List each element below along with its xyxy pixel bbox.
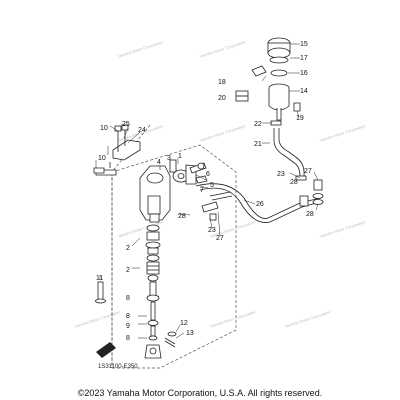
callout-16: 16 [300,70,308,77]
cotter-pin [164,331,177,348]
mount-bolt [93,167,105,174]
reservoir-tank [267,37,291,121]
callout-23: 23 [277,171,285,178]
watermark: Yamaha Motor Corporation [74,309,121,329]
watermark: Yamaha Motor Corporation [319,123,366,143]
callout-25: 25 [122,121,130,128]
callout-12: 12 [180,320,188,327]
master-cylinder-body [139,165,171,223]
callout-8: 8 [126,295,130,302]
reservoir-hose [273,128,305,177]
callout-3: 3 [167,155,171,162]
callout-9: 9 [126,323,130,330]
callout-15: 15 [300,41,308,48]
callout-21: 21 [254,141,262,148]
callout-23: 23 [208,227,216,234]
watermark: Yamaha Motor Corporation [319,219,366,239]
watermark: Yamaha Motor Corporation [117,39,164,59]
callout-2: 2 [126,245,130,252]
callout-17: 17 [300,55,308,62]
callout-8: 8 [126,313,130,320]
callout-20: 20 [218,95,226,102]
banjo-fitting [169,159,197,185]
callout-10: 10 [98,155,106,162]
callout-26: 26 [256,201,264,208]
piston-stack [144,224,162,359]
callout-27: 27 [304,168,312,175]
callout-28: 28 [290,179,298,186]
callout-5: 5 [210,182,214,189]
clevis-pin [95,281,106,304]
callout-10: 10 [100,125,108,132]
callout-2: 2 [126,267,130,274]
leader-lines [95,43,319,339]
callout-22: 22 [254,121,262,128]
bolt-assembly [189,162,208,184]
callout-labels: 1 2 2 3 4 5 6 7 8 8 8 9 10 10 11 12 13 1… [96,41,314,342]
watermark: Yamaha Motor Corporation [284,309,331,329]
diagram-code: 1S31100-E350 [98,364,138,370]
callout-18: 18 [218,79,226,86]
callout-6: 6 [206,171,210,178]
callout-28: 28 [178,213,186,220]
callout-7: 7 [200,187,204,194]
watermark: Yamaha Motor Corporation [199,39,246,59]
callout-19: 19 [296,115,304,122]
union-bolt [201,201,219,221]
callout-8: 8 [126,335,130,342]
callout-11: 11 [96,275,103,282]
callout-28: 28 [306,211,314,218]
callout-24: 24 [138,127,146,134]
callout-4: 4 [157,159,161,166]
callout-27: 27 [216,235,224,242]
caution-label [96,342,116,358]
brake-hose [195,183,321,223]
watermark: Yamaha Motor Corporation [199,123,246,143]
union-bolt-right [299,179,324,207]
callout-13: 13 [186,330,194,337]
watermark: Yamaha Motor Corporation [209,309,256,329]
copyright-footer: ©2023 Yamaha Motor Corporation, U.S.A. A… [77,388,323,398]
callout-14: 14 [300,88,308,95]
callout-1: 1 [178,153,182,160]
